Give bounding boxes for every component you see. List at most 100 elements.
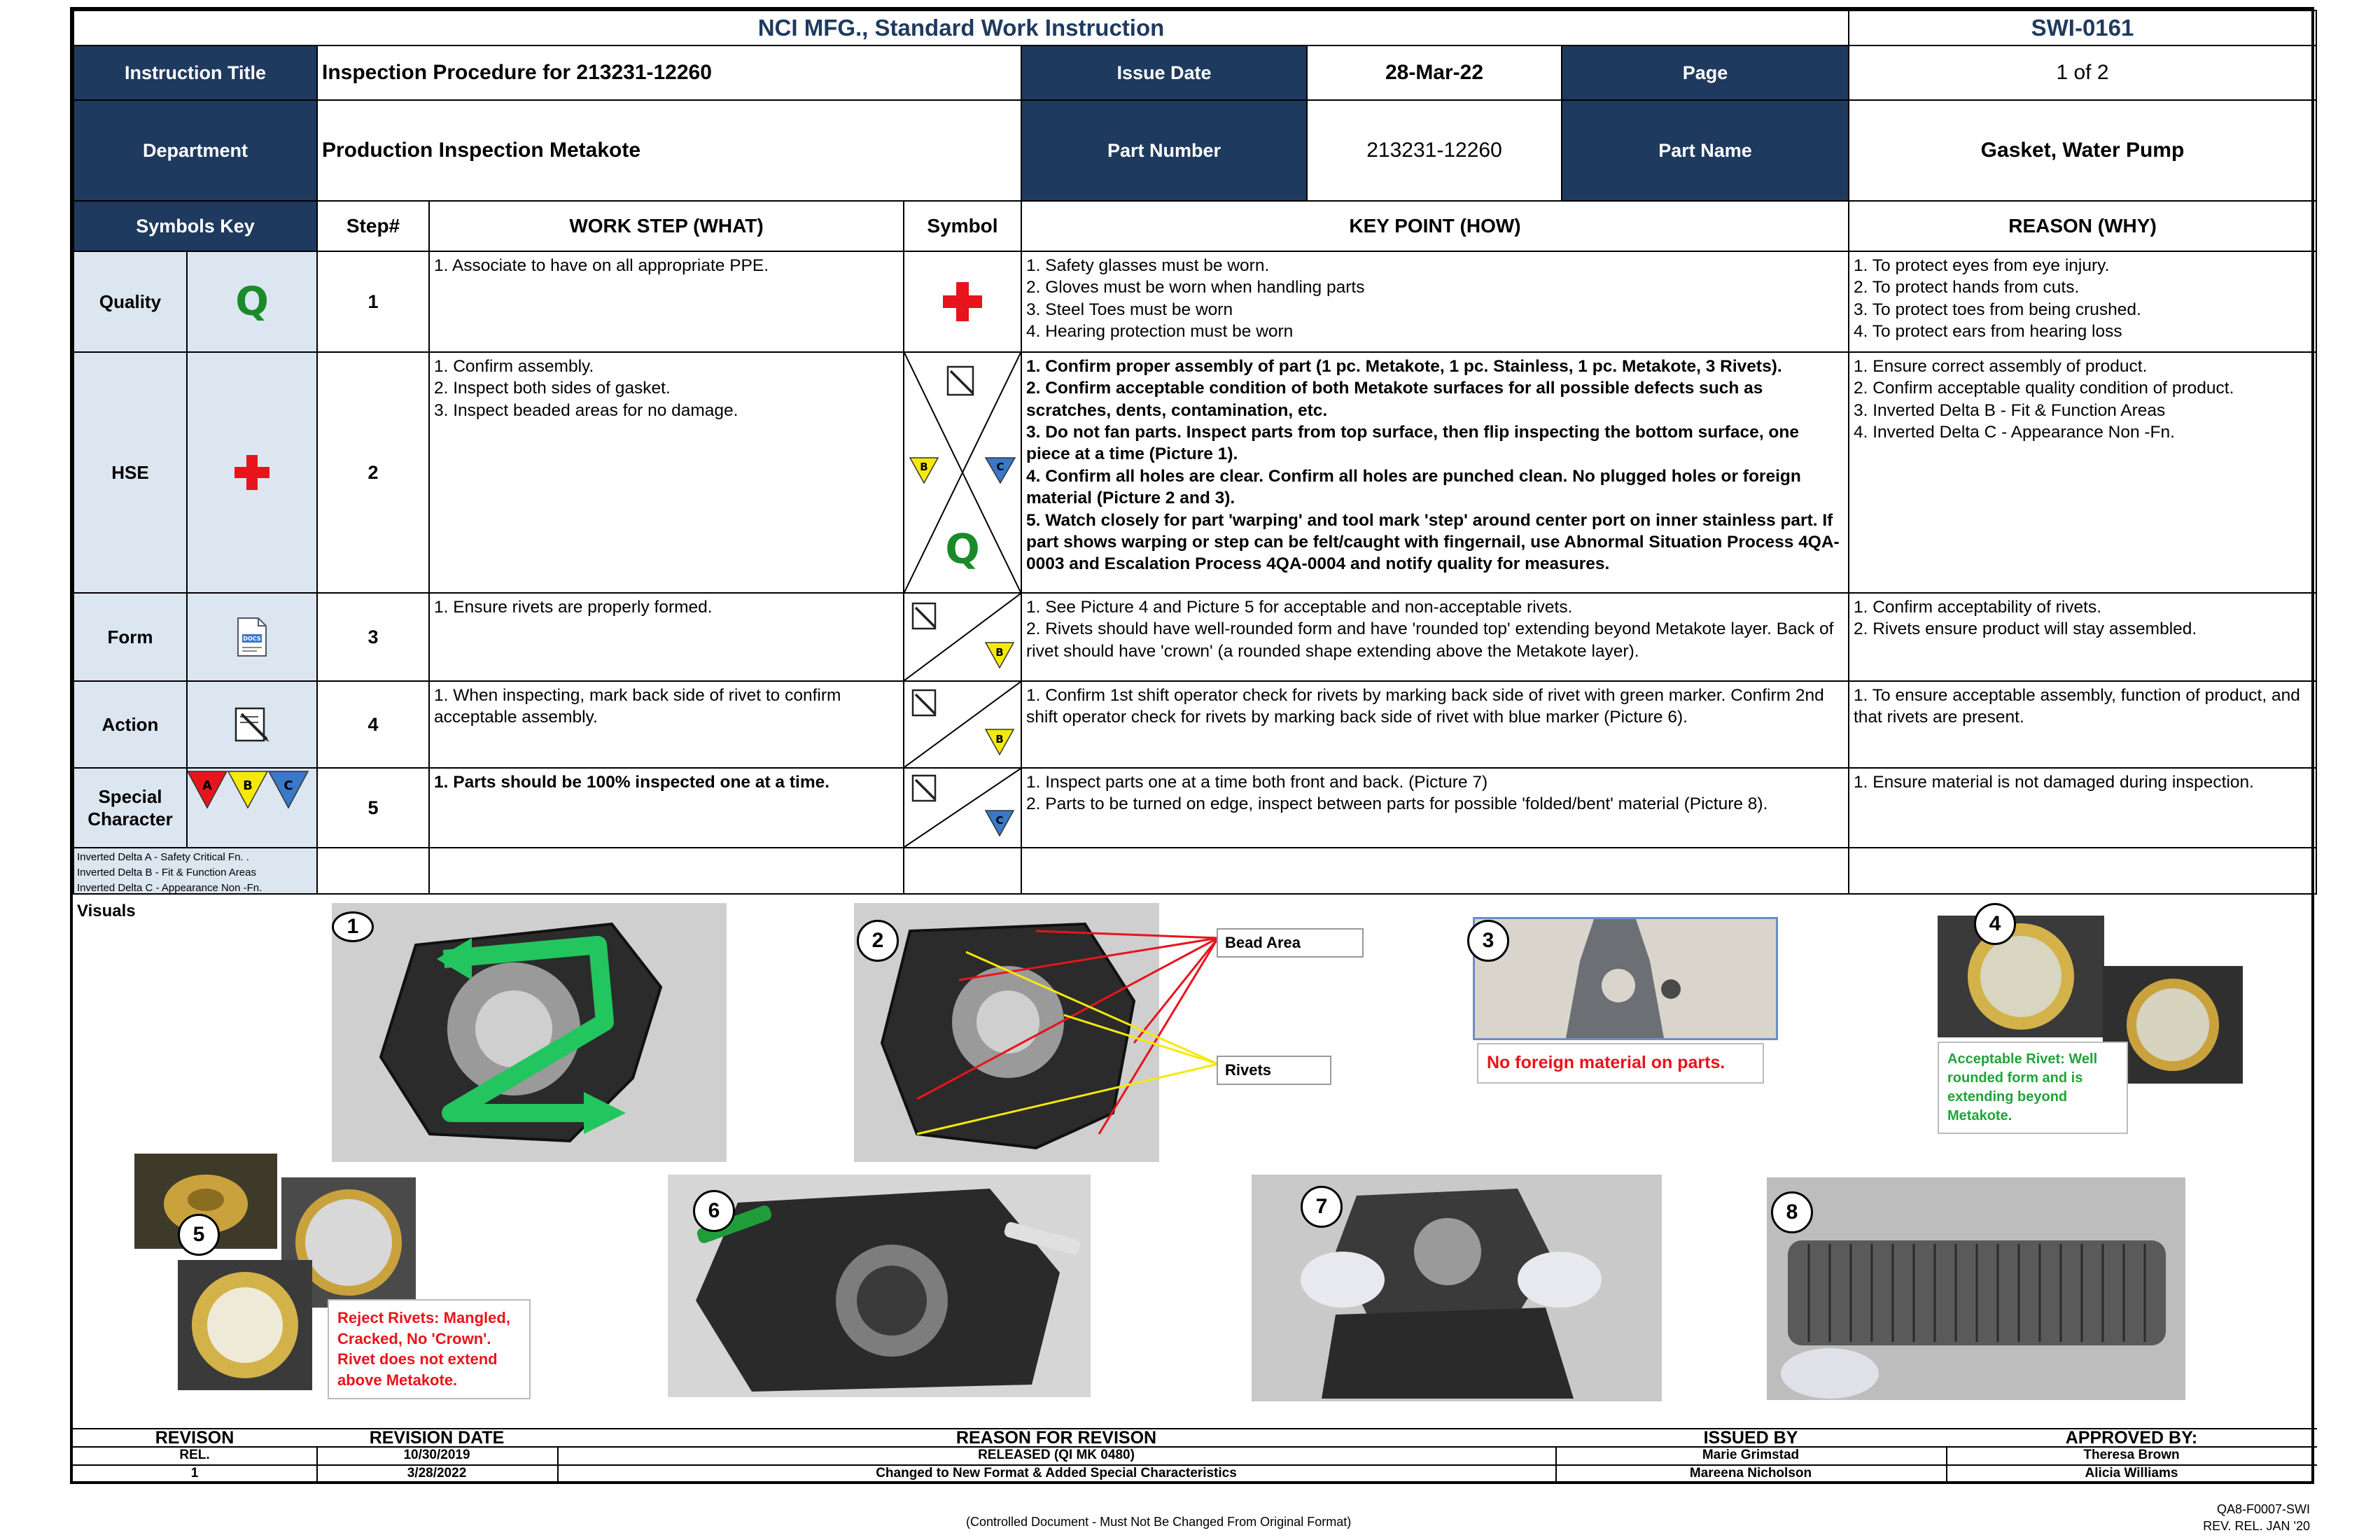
step-2-how: 1. Confirm proper assembly of part (1 pc… [1021, 351, 1849, 594]
step-number-3: 3 [316, 592, 430, 682]
step-1-how-line: 4. Hearing protection must be worn [1026, 322, 1294, 342]
revision-row-1-date: 10/30/2019 [403, 1448, 470, 1462]
red-cross-icon [234, 455, 270, 490]
step-5-how-line: 1. Inspect parts one at a time both fron… [1026, 773, 1488, 792]
department-label: Department [73, 99, 318, 202]
step-header: Step# [316, 200, 430, 252]
empty-symbol-cell [903, 847, 1022, 895]
docs-icon-text: DOCS [243, 636, 260, 642]
gasket-photo-1 [332, 903, 727, 1162]
step-3-how-line: 2. Rivets should have well-rounded form … [1026, 620, 1834, 661]
picture-callout-5: 5 [178, 1214, 220, 1256]
hse-key-symbol [186, 351, 318, 594]
part-number: 213231-12260 [1306, 99, 1562, 202]
step-4-what: 1. When inspecting, mark back side of ri… [428, 680, 904, 769]
revision-release: REV. REL. JAN '20 [2203, 1519, 2310, 1533]
picture-callout-8: 8 [1771, 1191, 1813, 1233]
step-4-why-line: 1. To ensure acceptable assembly, functi… [1854, 686, 2300, 727]
svg-text:B: B [995, 646, 1003, 659]
step-number-4: 4 [316, 680, 430, 769]
inverted-deltas-icon: A B C [188, 771, 309, 809]
part-name: Gasket, Water Pump [1848, 99, 2317, 202]
step-1-why-line: 2. To protect hands from cuts. [1854, 278, 2080, 298]
visuals-label: Visuals [77, 902, 136, 920]
svg-text:C: C [995, 814, 1003, 827]
step-2-what-line: 2. Inspect both sides of gasket. [434, 379, 671, 398]
step-number-1: 1 [316, 251, 430, 353]
revision-date-col-header: REVISION DATE [369, 1427, 505, 1448]
step-3-what-line: 1. Ensure rivets are properly formed. [434, 598, 713, 617]
step-2-what-line: 3. Inspect beaded areas for no damage. [434, 400, 738, 420]
step-5-what: 1. Parts should be 100% inspected one at… [428, 767, 904, 848]
department-value: Production Inspection Metakote [316, 99, 1022, 202]
pencil-note-icon [946, 365, 974, 396]
empty-how-cell [1021, 847, 1849, 895]
step-3-why-line: 2. Rivets ensure product will stay assem… [1854, 620, 2197, 639]
action-key-label: Action [73, 680, 188, 769]
delta-b-icon: B [909, 457, 939, 484]
instruction-title-label: Instruction Title [73, 45, 318, 101]
step-5-what-line: 1. Parts should be 100% inspected one at… [434, 773, 830, 792]
revision-row-1-rev: REL. [179, 1448, 210, 1462]
form-number: QA8-F0007-SWI [2216, 1502, 2310, 1516]
step-1-why: 1. To protect eyes from eye injury. 2. T… [1848, 251, 2317, 353]
step-4-symbol-graphic: B [904, 682, 1021, 767]
stacked-parts-photo [1767, 1177, 2185, 1400]
step-2-why-line: 1. Ensure correct assembly of product. [1854, 357, 2148, 376]
quality-key-label: Quality [73, 251, 188, 353]
legend-delta-c: Inverted Delta C - Appearance Non -Fn. [77, 881, 262, 894]
step-5-symbol: C [903, 767, 1022, 848]
pencil-note-icon [234, 707, 270, 742]
form-key-symbol: DOCS [186, 592, 318, 682]
revision-row-1-approved: Theresa Brown [2083, 1448, 2180, 1462]
empty-step-cell [316, 847, 430, 895]
step-1-what-line: 1. Associate to have on all appropriate … [434, 256, 769, 275]
step-3-symbol: B [903, 592, 1022, 682]
step-2-how-line: 2. Confirm acceptable condition of both … [1026, 379, 1763, 420]
step-3-why-line: 1. Confirm acceptability of rivets. [1854, 598, 2102, 617]
step-1-why-line: 3. To protect toes from being crushed. [1854, 300, 2141, 319]
svg-text:C: C [996, 461, 1004, 473]
page-label: Page [1561, 45, 1849, 101]
issue-date: 28-Mar-22 [1306, 45, 1562, 101]
svg-text:B: B [995, 733, 1003, 746]
revision-row-2-rev: 1 [190, 1466, 199, 1480]
step-2-why-line: 2. Confirm acceptable quality condition … [1854, 379, 2234, 398]
delta-b-icon [984, 642, 1015, 669]
step-number-2: 2 [316, 351, 430, 594]
delta-c-icon: C [984, 457, 1016, 484]
hse-key-label: HSE [73, 351, 188, 594]
quality-q-icon: Q [235, 279, 269, 325]
key-point-header: KEY POINT (HOW) [1021, 200, 1849, 252]
doc-number: SWI-0161 [1848, 10, 2317, 46]
delta-legend: Inverted Delta A - Safety Critical Fn. .… [73, 847, 318, 895]
work-instruction-sheet: NCI MFG., Standard Work Instruction SWI-… [70, 7, 2317, 1484]
controlled-document-note: (Controlled Document - Must Not Be Chang… [966, 1515, 1352, 1529]
step-3-how-line: 1. See Picture 4 and Picture 5 for accep… [1026, 598, 1573, 617]
step-number-5: 5 [316, 767, 430, 848]
picture-6-marking [668, 1175, 1091, 1397]
step-2-how-line: 4. Confirm all holes are clear. Confirm … [1026, 466, 1801, 508]
delta-c-letter: C [284, 778, 293, 793]
picture-2-arrows [916, 930, 1219, 1135]
bead-area-label: Bead Area [1217, 928, 1364, 958]
step-5-how-line: 2. Parts to be turned on edge, inspect b… [1026, 794, 1768, 814]
step-3-what: 1. Ensure rivets are properly formed. [428, 592, 904, 682]
picture-1-gasket-z-pattern [332, 903, 727, 1162]
reject-rivet-back-photo [178, 1260, 312, 1390]
special-key-symbol: A B C [186, 767, 318, 848]
step-5-how: 1. Inspect parts one at a time both fron… [1021, 767, 1849, 848]
rivets-label: Rivets [1217, 1056, 1331, 1085]
revision-row-2-issued: Mareena Nicholson [1689, 1466, 1812, 1480]
step-4-how: 1. Confirm 1st shift operator check for … [1021, 680, 1849, 769]
approved-by-col-header: APPROVED BY: [2065, 1427, 2198, 1448]
legend-delta-a: Inverted Delta A - Safety Critical Fn. . [77, 851, 249, 863]
step-1-how: 1. Safety glasses must be worn. 2. Glove… [1021, 251, 1849, 353]
delta-c-icon [984, 810, 1015, 837]
issued-by-col-header: ISSUED BY [1703, 1427, 1798, 1448]
picture-5-rivet-c [178, 1260, 312, 1390]
picture-5-rivet-a [134, 1154, 277, 1249]
revision-row-2-approved: Alicia Williams [2085, 1466, 2178, 1480]
step-5-why-line: 1. Ensure material is not damaged during… [1854, 773, 2254, 792]
step-5-symbol-graphic: C [904, 769, 1021, 847]
